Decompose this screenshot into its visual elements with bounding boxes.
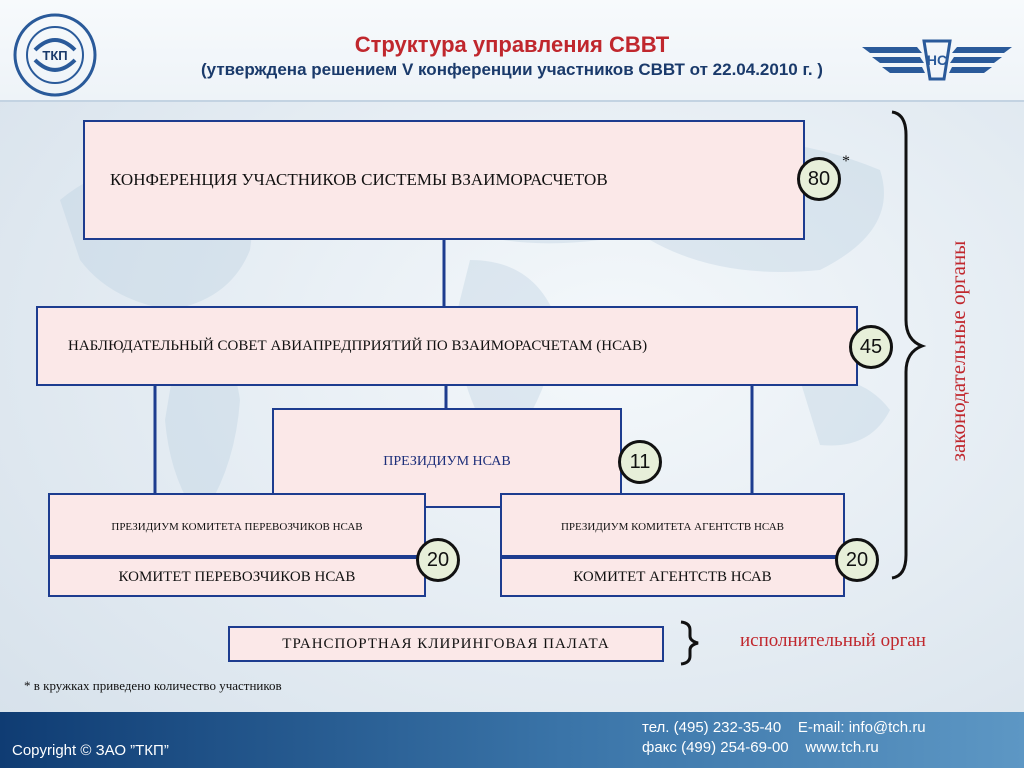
ns-wings-logo: НС <box>862 39 1012 81</box>
conference-count-circle: 80 <box>797 157 841 201</box>
presidium-count-circle: 11 <box>618 440 662 484</box>
copyright-text: Copyright © ЗАО ”ТКП” <box>12 742 169 759</box>
agencies-count-circle: 20 <box>835 538 879 582</box>
legislative-label: законодательные органы <box>946 240 970 462</box>
committee-carriers-label: КОМИТЕТ ПЕРЕВОЗЧИКОВ НСАВ <box>118 568 356 585</box>
web-link[interactable]: www.tch.ru <box>805 739 879 756</box>
committee-agencies-label: КОМИТЕТ АГЕНТСТВ НСАВ <box>573 568 772 585</box>
phone-text: тел. (495) 232-35-40 <box>642 719 782 736</box>
presidium-label: ПРЕЗИДИУМ НСАВ <box>383 454 511 469</box>
nsav-label: НАБЛЮДАТЕЛЬНЫЙ СОВЕТ АВИАПРЕДПРИЯТИЙ ПО … <box>68 337 648 354</box>
presidium-box: ПРЕЗИДИУМ НСАВ <box>272 408 622 508</box>
ns-logo-text: НС <box>927 52 947 68</box>
clearing-house-box: ТРАНСПОРТНАЯ КЛИРИНГОВАЯ ПАЛАТА <box>228 626 664 662</box>
presidium-carriers-label: ПРЕЗИДИУМ КОМИТЕТА ПЕРЕВОЗЧИКОВ НСАВ <box>111 521 363 533</box>
legislative-label-wrap: законодательные органы <box>946 216 976 486</box>
fax-text: факс (499) 254-69-00 <box>642 739 789 756</box>
nsav-box: НАБЛЮДАТЕЛЬНЫЙ СОВЕТ АВИАПРЕДПРИЯТИЙ ПО … <box>36 306 858 386</box>
clearing-house-label: ТРАНСПОРТНАЯ КЛИРИНГОВАЯ ПАЛАТА <box>282 635 610 652</box>
page-title: Структура управления СВВТ <box>354 32 670 57</box>
executive-brace <box>680 620 699 666</box>
nsav-count-circle: 45 <box>849 325 893 369</box>
committee-agencies-box: КОМИТЕТ АГЕНТСТВ НСАВ <box>500 557 845 597</box>
contact-row-2: факс (499) 254-69-00 www.tch.ru <box>642 738 926 758</box>
tkp-logo: ТКП <box>13 13 97 97</box>
footer-bar <box>0 712 1024 768</box>
committee-carriers-box: КОМИТЕТ ПЕРЕВОЗЧИКОВ НСАВ <box>48 557 426 597</box>
header-bar <box>0 0 1024 102</box>
contacts-block: тел. (495) 232-35-40 E-mail: info@tch.ru… <box>642 718 926 758</box>
executive-label: исполнительный орган <box>740 630 926 651</box>
contact-row-1: тел. (495) 232-35-40 E-mail: info@tch.ru <box>642 718 926 738</box>
presidium-agencies-box: ПРЕЗИДИУМ КОМИТЕТА АГЕНТСТВ НСАВ <box>500 493 845 557</box>
conference-label: КОНФЕРЕНЦИЯ УЧАСТНИКОВ СИСТЕМЫ ВЗАИМОРАС… <box>110 170 608 189</box>
page-subtitle: (утверждена решением V конференции участ… <box>201 60 823 79</box>
conference-box: КОНФЕРЕНЦИЯ УЧАСТНИКОВ СИСТЕМЫ ВЗАИМОРАС… <box>83 120 805 240</box>
carriers-count-circle: 20 <box>416 538 460 582</box>
presidium-carriers-box: ПРЕЗИДИУМ КОМИТЕТА ПЕРЕВОЗЧИКОВ НСАВ <box>48 493 426 557</box>
email-text[interactable]: E-mail: info@tch.ru <box>797 719 926 736</box>
presidium-agencies-label: ПРЕЗИДИУМ КОМИТЕТА АГЕНТСТВ НСАВ <box>560 521 784 533</box>
footnote: * в кружках приведено количество участни… <box>24 678 282 693</box>
legislative-brace <box>891 110 927 580</box>
asterisk-mark: * <box>842 153 850 170</box>
tkp-logo-text: ТКП <box>42 48 67 63</box>
